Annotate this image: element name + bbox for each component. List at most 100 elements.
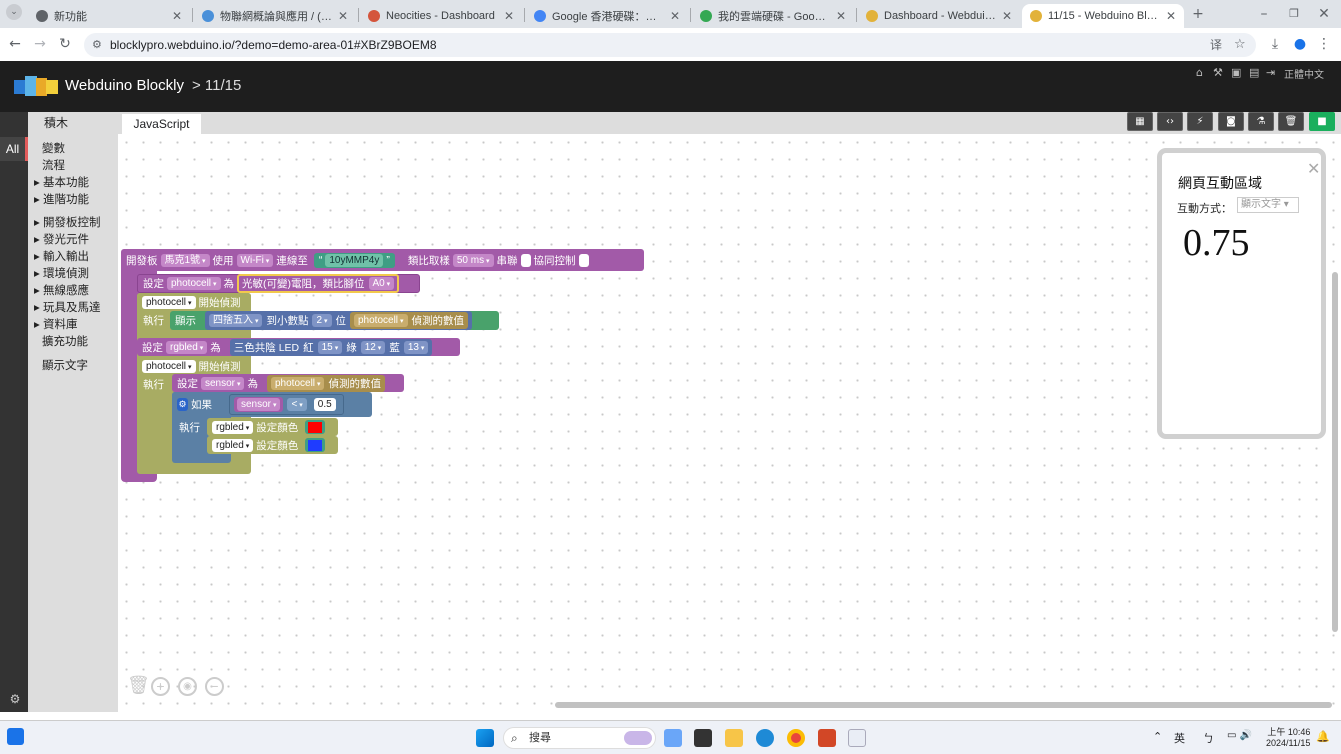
number-block[interactable]: 0.5 <box>310 397 339 412</box>
category-board-control[interactable]: ▸ 開發板控制 <box>34 217 101 229</box>
chevron-up-icon[interactable]: ⌃ <box>1153 730 1163 743</box>
category-toys-motor[interactable]: ▸ 玩具及馬達 <box>34 302 101 314</box>
photocell-detect2-block[interactable]: photocell 開始偵測 <box>137 357 251 375</box>
close-icon[interactable]: ✕ <box>503 9 514 23</box>
connection-dropdown[interactable]: Wi-Fi <box>236 253 274 267</box>
category-display-text[interactable]: 顯示文字 <box>42 360 88 372</box>
variable-dropdown[interactable]: sensor <box>237 398 281 411</box>
download-icon[interactable]: ⤓ <box>1271 36 1279 52</box>
set-sensor-block[interactable]: 設定 sensor 為 photocell偵測的數值 <box>172 374 404 392</box>
category-basic[interactable]: ▸ 基本功能 <box>34 177 89 189</box>
start-icon[interactable] <box>476 729 494 747</box>
category-flow[interactable]: 流程 <box>42 160 65 172</box>
code-icon[interactable]: ‹› <box>1157 112 1183 131</box>
tab-search-icon[interactable]: ⌄ <box>6 4 22 20</box>
color-block[interactable] <box>305 438 326 452</box>
site-info-icon[interactable]: ⚙ <box>92 38 102 51</box>
horizontal-scrollbar[interactable] <box>555 702 1332 708</box>
cooperative-checkbox[interactable] <box>578 253 589 267</box>
browser-tab[interactable]: Dashboard - Webduino Blockl✕ <box>858 4 1020 28</box>
gear-icon[interactable]: ⚙ <box>177 398 188 411</box>
close-icon[interactable]: ✕ <box>171 9 182 23</box>
close-icon[interactable]: ✕ <box>835 9 846 23</box>
browser-tab[interactable]: Neocities - Dashboard✕ <box>360 4 522 28</box>
color-block[interactable] <box>305 420 326 434</box>
sensor-dropdown[interactable]: photocell <box>142 359 196 373</box>
show-value-block[interactable]: 顯示 四捨五入 到小數點 2 位 photocell偵測的數值 <box>170 311 499 330</box>
close-icon[interactable]: ✕ <box>337 9 348 23</box>
chrome-icon[interactable] <box>787 729 805 747</box>
bookmark-star-icon[interactable]: ☆ <box>1234 37 1246 52</box>
network-volume-icon[interactable]: ▭ 🔊 <box>1227 730 1253 741</box>
sampling-rate-dropdown[interactable]: 50 ms <box>452 253 494 267</box>
operator-dropdown[interactable]: < <box>287 398 307 411</box>
url-field[interactable]: ⚙ blocklypro.webduino.io/?demo=demo-area… <box>84 33 1256 57</box>
category-light[interactable]: ▸ 發光元件 <box>34 234 89 246</box>
browser-tab[interactable]: Google 香港硬碟：線上分享檔✕ <box>526 4 688 28</box>
zoom-out-icon[interactable]: − <box>205 677 224 696</box>
back-icon[interactable]: ← <box>9 36 21 52</box>
board-type-dropdown[interactable]: 馬克1號 <box>160 253 210 267</box>
input-mode-icon[interactable]: ㄅ <box>1203 732 1214 745</box>
variable-dropdown[interactable]: sensor <box>201 376 245 390</box>
settings-gear-icon[interactable]: ⚙ <box>9 692 21 706</box>
zoom-in-icon[interactable]: + <box>151 677 170 696</box>
new-tab-icon[interactable]: + <box>1192 6 1204 22</box>
digits-dropdown[interactable]: 2 <box>312 314 332 327</box>
close-icon[interactable]: ✕ <box>1001 9 1012 23</box>
round-block[interactable]: 四捨五入 到小數點 2 位 photocell偵測的數值 <box>205 311 472 330</box>
logout-icon[interactable]: ⇥ <box>1266 66 1276 79</box>
mode-select[interactable]: 顯示文字 ▾ <box>1237 197 1299 213</box>
taskbar-search[interactable]: ⌕搜尋 <box>503 727 656 749</box>
language-selector[interactable]: 正體中文 <box>1284 70 1324 81</box>
tools-icon[interactable]: ⚒ <box>1213 66 1223 79</box>
color-swatch-red[interactable] <box>308 421 323 433</box>
forward-icon[interactable]: → <box>34 36 46 52</box>
category-extensions[interactable]: 擴充功能 <box>42 336 88 348</box>
flask-icon[interactable]: ⚗ <box>1248 112 1274 131</box>
ime-indicator[interactable]: 英 <box>1174 733 1185 745</box>
photocell-detect-block[interactable]: photocell 開始偵測 <box>137 293 251 311</box>
close-icon[interactable]: ✕ <box>1165 9 1176 23</box>
close-icon[interactable]: ✕ <box>1307 161 1321 178</box>
minimize-icon[interactable]: – <box>1260 6 1268 22</box>
run-stop-button[interactable]: ■ <box>1309 112 1335 131</box>
notification-bell-icon[interactable]: 🔔 <box>1316 730 1330 743</box>
zoom-reset-icon[interactable]: ◉ <box>178 677 197 696</box>
browser-tab[interactable]: 我的雲端硬碟 - Google 雲端硬✕ <box>692 4 854 28</box>
category-advanced[interactable]: ▸ 進階功能 <box>34 194 89 206</box>
trashcan-icon[interactable]: 🗑 <box>127 675 150 696</box>
all-categories-button[interactable]: All <box>0 137 28 161</box>
powerpoint-icon[interactable] <box>818 729 836 747</box>
trash-icon[interactable]: 🗑 <box>1278 112 1304 131</box>
device-id-field[interactable]: 10yMMP4y <box>325 253 384 267</box>
javascript-tab[interactable]: JavaScript <box>122 114 201 135</box>
variable-dropdown[interactable]: rgbled <box>166 340 208 354</box>
sensor-dropdown[interactable]: photocell <box>142 295 196 309</box>
category-wireless[interactable]: ▸ 無線感應 <box>34 285 89 297</box>
category-database[interactable]: ▸ 資料庫 <box>34 319 78 331</box>
set-color-block-2[interactable]: rgbled 設定顏色 <box>207 436 338 454</box>
edge-icon[interactable] <box>756 729 774 747</box>
menu-kebab-icon[interactable]: ⋮ <box>1317 36 1331 52</box>
compare-block[interactable]: sensor < 0.5 <box>229 394 344 415</box>
category-io[interactable]: ▸ 輸入輸出 <box>34 251 89 263</box>
translate-icon[interactable]: 译 <box>1210 38 1223 52</box>
chain-checkbox[interactable] <box>520 253 531 267</box>
sensor-dropdown[interactable]: photocell <box>354 314 408 327</box>
browser-tab-active[interactable]: 11/15 - Webduino Blockly (C✕ <box>1022 4 1184 28</box>
close-icon[interactable]: ✕ <box>669 9 680 23</box>
widgets-icon[interactable] <box>7 728 24 745</box>
led-dropdown[interactable]: rgbled <box>212 420 254 434</box>
profile-icon[interactable]: ● <box>1293 36 1307 52</box>
number-field[interactable]: 0.5 <box>313 398 336 411</box>
sensor-dropdown[interactable]: photocell <box>270 376 325 390</box>
set-color-block-1[interactable]: rgbled 設定顏色 <box>207 418 338 436</box>
document-icon[interactable]: ▤ <box>1249 66 1260 79</box>
file-explorer-icon[interactable] <box>725 729 743 747</box>
rgb-led-block[interactable]: 三色共陰 LED 紅 15 綠 12 藍 13 <box>229 338 433 356</box>
color-swatch-blue[interactable] <box>308 439 323 451</box>
led-dropdown[interactable]: rgbled <box>212 438 254 452</box>
